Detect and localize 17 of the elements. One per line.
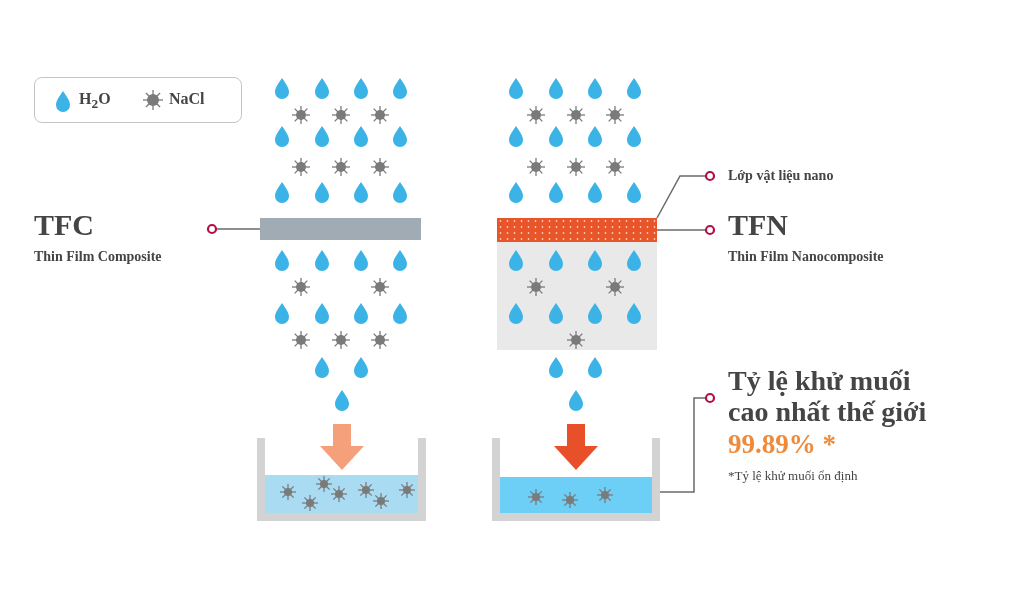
leader-line (656, 224, 716, 236)
membrane-title: TFN (728, 208, 789, 242)
legend-label: NaCl (169, 90, 205, 108)
membrane-title: TFC (34, 208, 95, 242)
legend-label: H$_{2}$O (79, 90, 111, 113)
leader-line (656, 170, 716, 219)
membrane-name: Thin Film Composite (34, 248, 163, 266)
water-tank (492, 438, 660, 521)
nano-layer (497, 218, 657, 242)
leader-line (659, 392, 716, 493)
headline: Tỷ lệ khử muối cao nhất thế giới (728, 365, 928, 427)
layer-label: Lớp vật liệu nano (728, 167, 835, 185)
membrane-bar (260, 218, 421, 240)
percentage-value: 99.89% * (728, 428, 837, 461)
footnote: *Tỷ lệ khử muối ổn định (728, 467, 859, 484)
membrane-name: Thin Film Nanocomposite (728, 248, 885, 266)
leader-line (206, 223, 261, 235)
